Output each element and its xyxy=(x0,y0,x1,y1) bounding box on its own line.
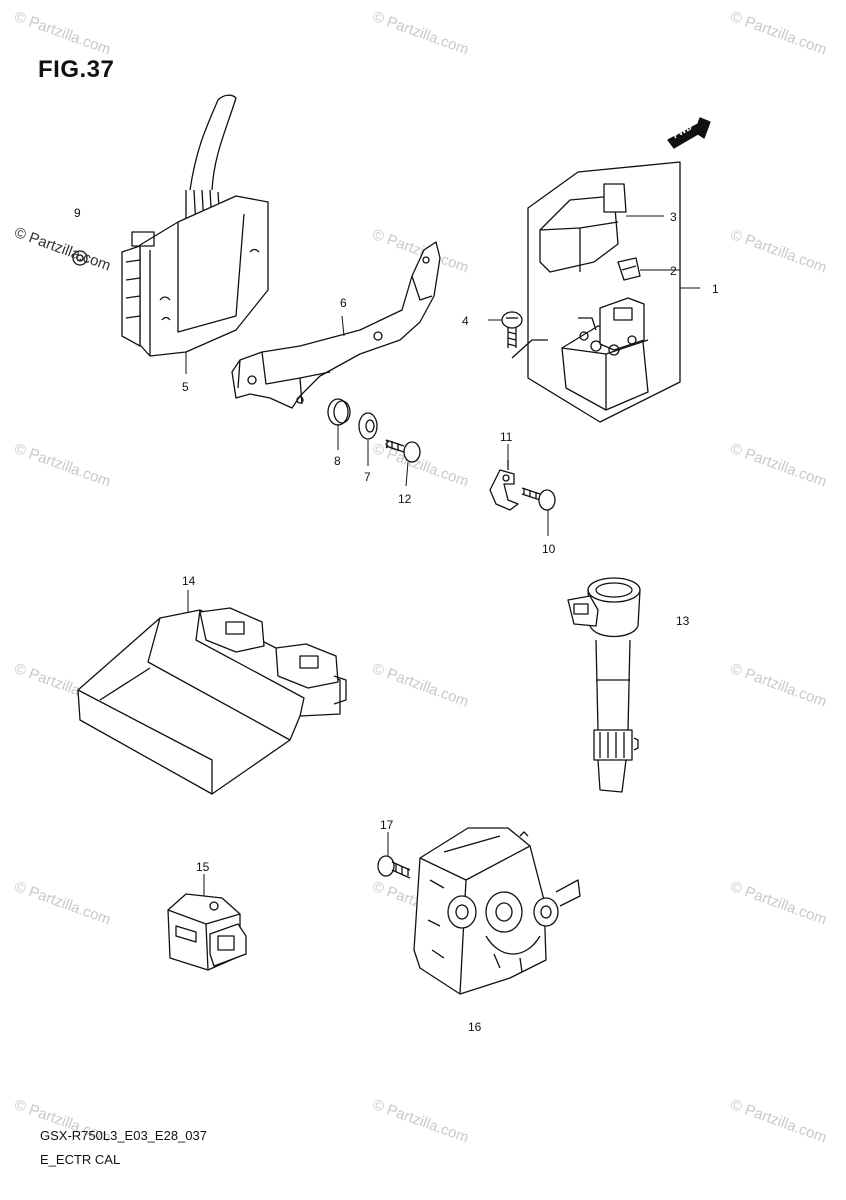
callout-17[interactable]: 17 xyxy=(380,818,394,832)
part-10-bolt xyxy=(521,487,556,511)
callout-11[interactable]: 11 xyxy=(500,430,513,444)
footer-code: GSX-R750L3_E03_E28_037 xyxy=(40,1128,207,1143)
callout-4[interactable]: 4 xyxy=(462,314,469,328)
callout-5[interactable]: 5 xyxy=(182,380,189,394)
footer-section: E_ECTR CAL xyxy=(40,1152,121,1167)
callout-14[interactable]: 14 xyxy=(182,574,196,588)
callout-3[interactable]: 3 xyxy=(670,210,677,224)
part-11-clamp xyxy=(489,460,519,511)
part-16-actuator xyxy=(413,827,581,995)
part-14-ecu xyxy=(77,607,347,795)
part-15-sensor xyxy=(167,893,247,971)
callout-13[interactable]: 13 xyxy=(676,614,690,628)
leader-lines xyxy=(185,215,700,896)
part-17-screw xyxy=(377,855,411,879)
callout-8[interactable]: 8 xyxy=(334,454,341,468)
part-7-collar xyxy=(358,412,378,440)
callout-6[interactable]: 6 xyxy=(340,296,347,310)
callout-10[interactable]: 10 xyxy=(542,542,556,556)
part-6-bracket xyxy=(231,241,441,409)
part-5-ecm-unit xyxy=(121,94,269,357)
part-9-bolt xyxy=(72,250,88,266)
callout-16[interactable]: 16 xyxy=(468,1020,482,1034)
figure-title: FIG.37 xyxy=(38,56,115,83)
callout-15[interactable]: 15 xyxy=(196,860,210,874)
callout-9[interactable]: 9 xyxy=(74,206,81,220)
callout-7[interactable]: 7 xyxy=(364,470,371,484)
part-8-grommet xyxy=(327,398,351,426)
part-12-bolt xyxy=(385,439,421,463)
callout-2[interactable]: 2 xyxy=(670,264,677,278)
part-1-starter-relay-assembly xyxy=(511,161,681,423)
callout-1[interactable]: 1 xyxy=(712,282,719,296)
callout-12[interactable]: 12 xyxy=(398,492,412,506)
part-4-screw xyxy=(501,311,523,348)
fwd-arrow-icon xyxy=(667,117,711,149)
part-13-ignition-coil xyxy=(567,577,641,793)
